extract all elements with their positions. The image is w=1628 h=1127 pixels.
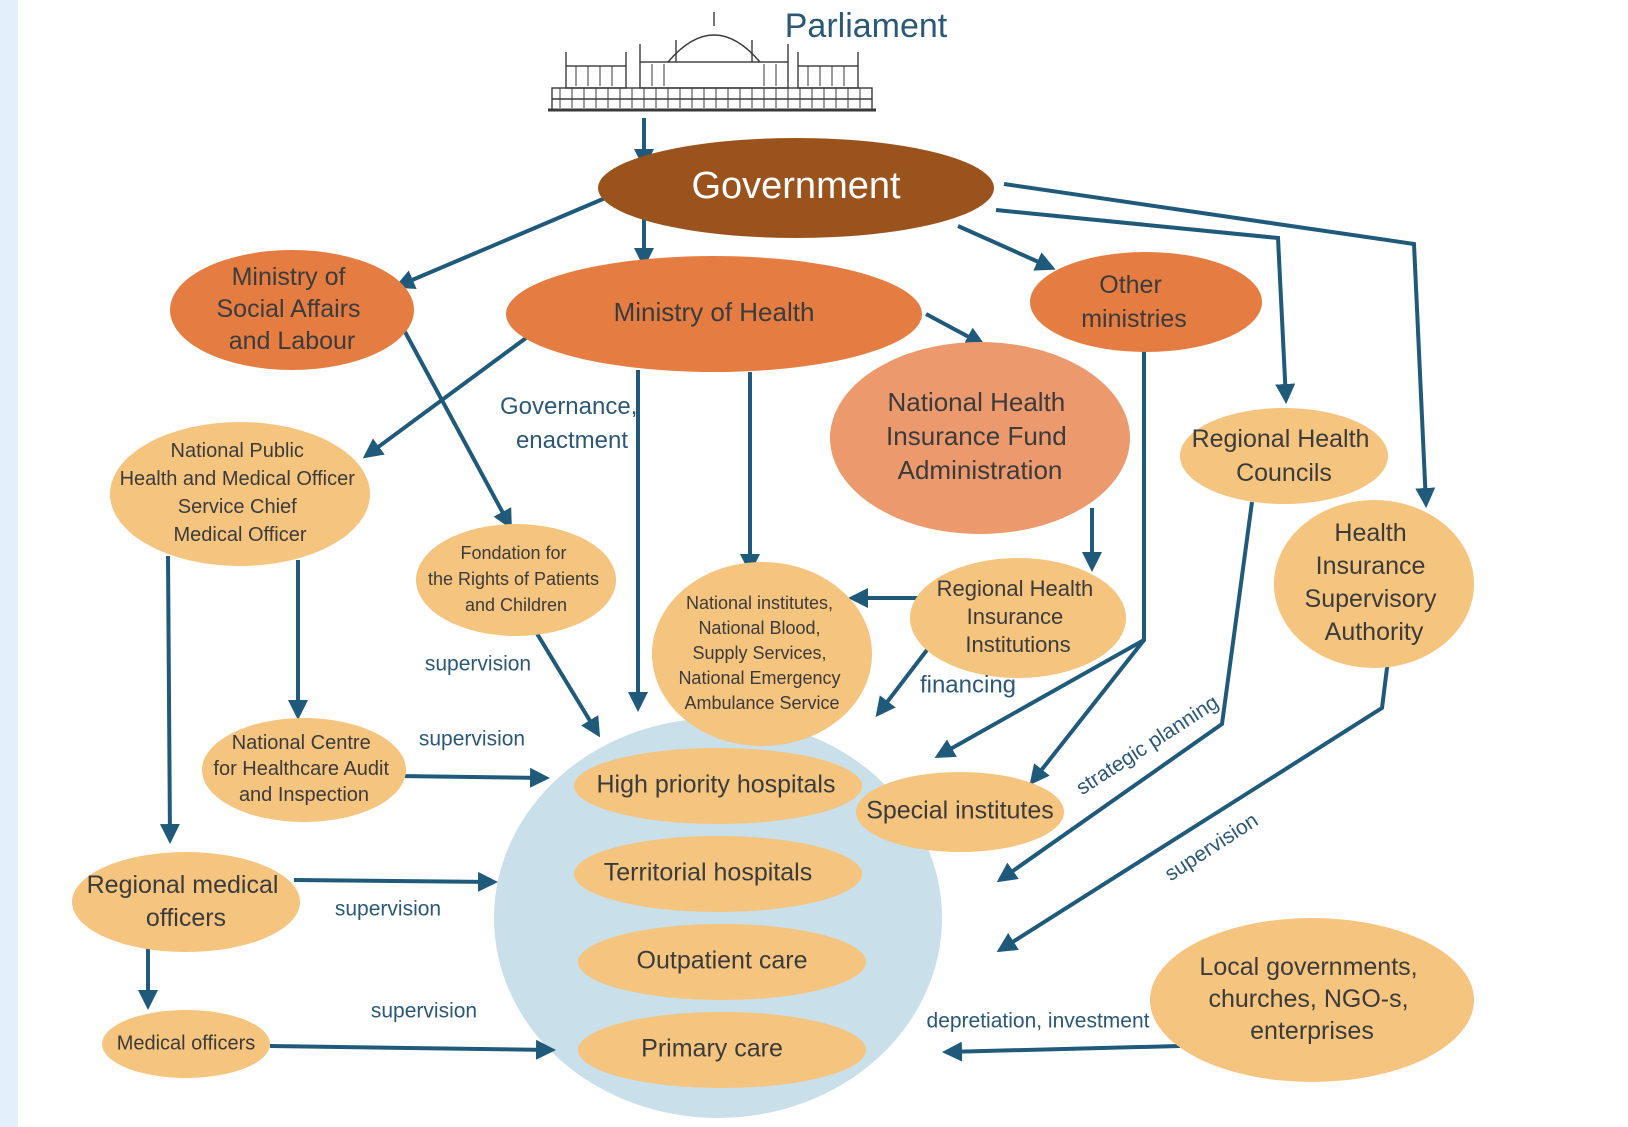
supervision-fondation-label: supervision: [425, 653, 531, 676]
other-ministries-node: [1030, 252, 1262, 352]
edge-social-fondation: [402, 329, 512, 530]
edge-regional-care: [293, 871, 498, 892]
territorial-hospitals-label: Territorial hospitals: [604, 859, 812, 887]
ministry-social-node: [170, 250, 414, 370]
health-insurance-authority-node: [1274, 500, 1474, 668]
edge-government-social: [394, 194, 611, 289]
edge-medical-care: [269, 1039, 556, 1060]
governance-edge-label: Governance, enactment: [500, 393, 644, 454]
regional-medical-label: Regional medical officers: [87, 871, 286, 932]
edge-audit-care: [397, 767, 550, 788]
regional-health-councils-node: [1180, 408, 1388, 504]
high-priority-hospitals-label: High priority hospitals: [597, 771, 836, 799]
national-public-health-node: [110, 422, 370, 566]
ministry-social-label: Ministry of Social Affairs and Labour: [216, 263, 367, 355]
edge-government-councils: [995, 208, 1296, 404]
edge-government-authority: [1003, 182, 1436, 508]
depreciation-label: depretiation, investment: [927, 1010, 1150, 1033]
care-services-circle: [494, 718, 942, 1118]
national-public-health-label: National Public Health and Medical Offic…: [120, 440, 361, 546]
regional-medical-node: [72, 852, 300, 952]
outpatient-care-node: [578, 924, 866, 1000]
audit-centre-node: [202, 718, 406, 822]
medical-officers-node: [102, 1010, 270, 1078]
government-label: Government: [691, 165, 901, 207]
edge-fondation-care: [534, 630, 601, 738]
fondation-node: [416, 524, 616, 636]
high-priority-hospitals-node: [574, 748, 862, 824]
edges: [138, 118, 1436, 1062]
nhifa-label: National Health Insurance Fund Administr…: [886, 387, 1074, 485]
primary-care-label: Primary care: [641, 1035, 783, 1063]
edge-health-fund: [925, 312, 986, 346]
outpatient-care-label: Outpatient care: [637, 947, 808, 975]
supervision-audit-label: supervision: [419, 728, 525, 751]
special-institutes-label: Special institutes: [866, 797, 1054, 825]
edge-health-public: [362, 336, 528, 459]
supervision-regional-label: supervision: [335, 898, 441, 921]
edge-public-regional: [159, 555, 180, 844]
edge-authority-care: [996, 659, 1390, 953]
territorial-hospitals-node: [574, 836, 862, 912]
edge-local-care: [942, 1041, 1181, 1062]
fondation-label: Fondation for the Rights of Patients and…: [428, 543, 604, 615]
parliament-title: Parliament: [785, 7, 948, 45]
local-governments-node: [1150, 918, 1474, 1082]
edge-regins-care: [875, 644, 932, 718]
health-insurance-authority-label: Health Insurance Supervisory Authority: [1305, 519, 1444, 646]
special-institutes-node: [856, 772, 1064, 852]
national-institutes-node: [652, 562, 872, 746]
ministry-health-node: [506, 256, 922, 372]
other-ministries-label: Other ministries: [1081, 271, 1187, 333]
supervision-medical-label: supervision: [371, 1000, 477, 1023]
regional-insurance-node: [910, 558, 1126, 678]
edge-councils-care: [996, 501, 1254, 883]
medical-officers-label: Medical officers: [117, 1032, 256, 1054]
nhifa-node: [830, 342, 1130, 534]
government-node: [598, 138, 994, 238]
local-governments-label: Local governments, churches, NGO-s, ente…: [1199, 953, 1424, 1045]
ministry-health-label: Ministry of Health: [614, 297, 815, 327]
financing-label: financing: [920, 671, 1016, 698]
audit-centre-label: National Centre for Healthcare Audit and…: [213, 732, 394, 806]
primary-care-node: [578, 1012, 866, 1088]
parliament-building-icon: [548, 12, 876, 112]
national-institutes-label: National institutes, National Blood, Sup…: [678, 593, 845, 713]
edge-government-other: [957, 224, 1056, 271]
edge-other-special: [1029, 638, 1146, 786]
regional-health-councils-label: Regional Health Councils: [1192, 425, 1377, 487]
regional-insurance-label: Regional Health Insurance Institutions: [937, 576, 1100, 657]
